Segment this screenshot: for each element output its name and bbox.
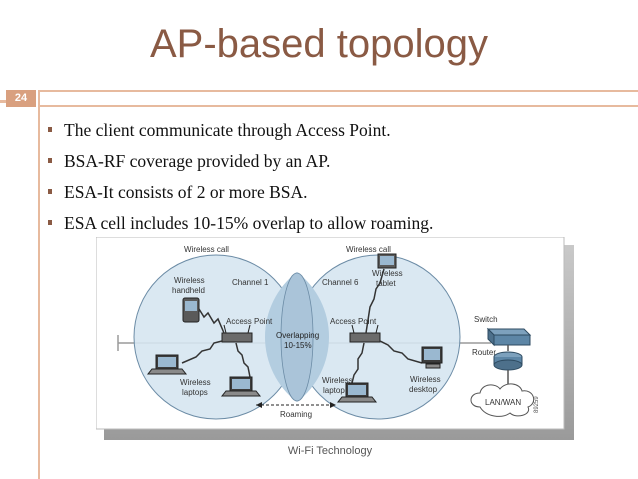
- channel-left-label: Channel 1: [232, 278, 269, 287]
- tablet-label-1: Wireless: [372, 269, 403, 278]
- radio-link-desktop: [379, 340, 423, 364]
- bullet-square-icon: [48, 127, 52, 132]
- bullet-text: The client communicate through Access Po…: [64, 120, 391, 140]
- radio-link-laptop-left-1: [181, 340, 223, 364]
- bullet-square-icon: [48, 158, 52, 163]
- router-label: Router: [472, 348, 496, 357]
- laptop-right-label-1: Wireless: [322, 376, 353, 385]
- bullet-item: ESA cell includes 10-15% overlap to allo…: [48, 210, 608, 241]
- figure-code: 89259: [534, 396, 540, 413]
- slide-footer: Wi-Fi Technology: [287, 445, 373, 457]
- bullet-list: The client communicate through Access Po…: [48, 117, 608, 241]
- bullet-square-icon: [48, 189, 52, 194]
- overlap-lens: [280, 272, 314, 402]
- cloud-icon: [470, 383, 535, 417]
- radio-link-handheld: [198, 308, 225, 334]
- header-rule-left: [0, 100, 6, 103]
- radio-link-laptop-right: [351, 342, 365, 384]
- desktop-label-1: Wireless: [410, 375, 441, 384]
- bullet-item: ESA-It consists of 2 or more BSA.: [48, 179, 608, 210]
- radio-link-tablet: [365, 268, 385, 334]
- slide-title: AP-based topology: [149, 22, 488, 66]
- roaming-label: Roaming: [280, 410, 312, 419]
- access-point-left-icon: [221, 324, 253, 343]
- switch-label: Switch: [474, 315, 498, 324]
- bullet-square-icon: [48, 220, 52, 225]
- roaming-arrow-right-head: [330, 402, 336, 408]
- radio-link-laptop-left-2: [235, 342, 251, 378]
- laptops-left-label-1: Wireless: [180, 378, 211, 387]
- ap-right-label: Access Point: [330, 317, 377, 326]
- channel-right-label: Channel 6: [322, 278, 359, 287]
- laptop-right-icon: [336, 382, 378, 403]
- bullet-text: BSA-RF coverage provided by an AP.: [64, 151, 331, 171]
- desktop-icon: [421, 346, 443, 369]
- access-point-right-icon: [349, 324, 381, 343]
- roaming-arrow-left-head: [256, 402, 262, 408]
- router-icon: [493, 351, 523, 371]
- laptops-left-label-2: laptops: [182, 388, 208, 397]
- overlap-label-2: 10-15%: [284, 341, 312, 350]
- bullet-text: ESA cell includes 10-15% overlap to allo…: [64, 213, 434, 233]
- handheld-icon: [182, 297, 200, 323]
- lanwan-label: LAN/WAN: [485, 398, 521, 407]
- handheld-label-1: Wireless: [174, 276, 205, 285]
- bullet-item: The client communicate through Access Po…: [48, 117, 608, 148]
- laptop-left-icon-1: [146, 354, 188, 375]
- cell-left-label: Wireless call: [184, 245, 229, 254]
- header-rule-right: [38, 90, 638, 107]
- tablet-label-2: tablet: [376, 279, 396, 288]
- laptop-right-label-2: laptop: [323, 386, 345, 395]
- vertical-rule: [38, 90, 40, 479]
- desktop-label-2: desktop: [409, 385, 438, 394]
- switch-icon: [486, 327, 532, 347]
- bullet-item: BSA-RF coverage provided by an AP.: [48, 148, 608, 179]
- bullet-text: ESA-It consists of 2 or more BSA.: [64, 182, 308, 202]
- slide-number: 24: [6, 90, 36, 107]
- handheld-label-2: handheld: [172, 286, 205, 295]
- cell-right-label: Wireless call: [346, 245, 391, 254]
- topology-diagram: Wireless call Wireless call Channel 1 Ch…: [95, 236, 574, 440]
- tablet-icon: [377, 253, 397, 269]
- overlap-label-1: Overlapping: [276, 331, 319, 340]
- laptop-left-icon-2: [220, 376, 262, 397]
- ap-left-label: Access Point: [226, 317, 273, 326]
- topology-figure: Wireless call Wireless call Channel 1 Ch…: [95, 236, 576, 442]
